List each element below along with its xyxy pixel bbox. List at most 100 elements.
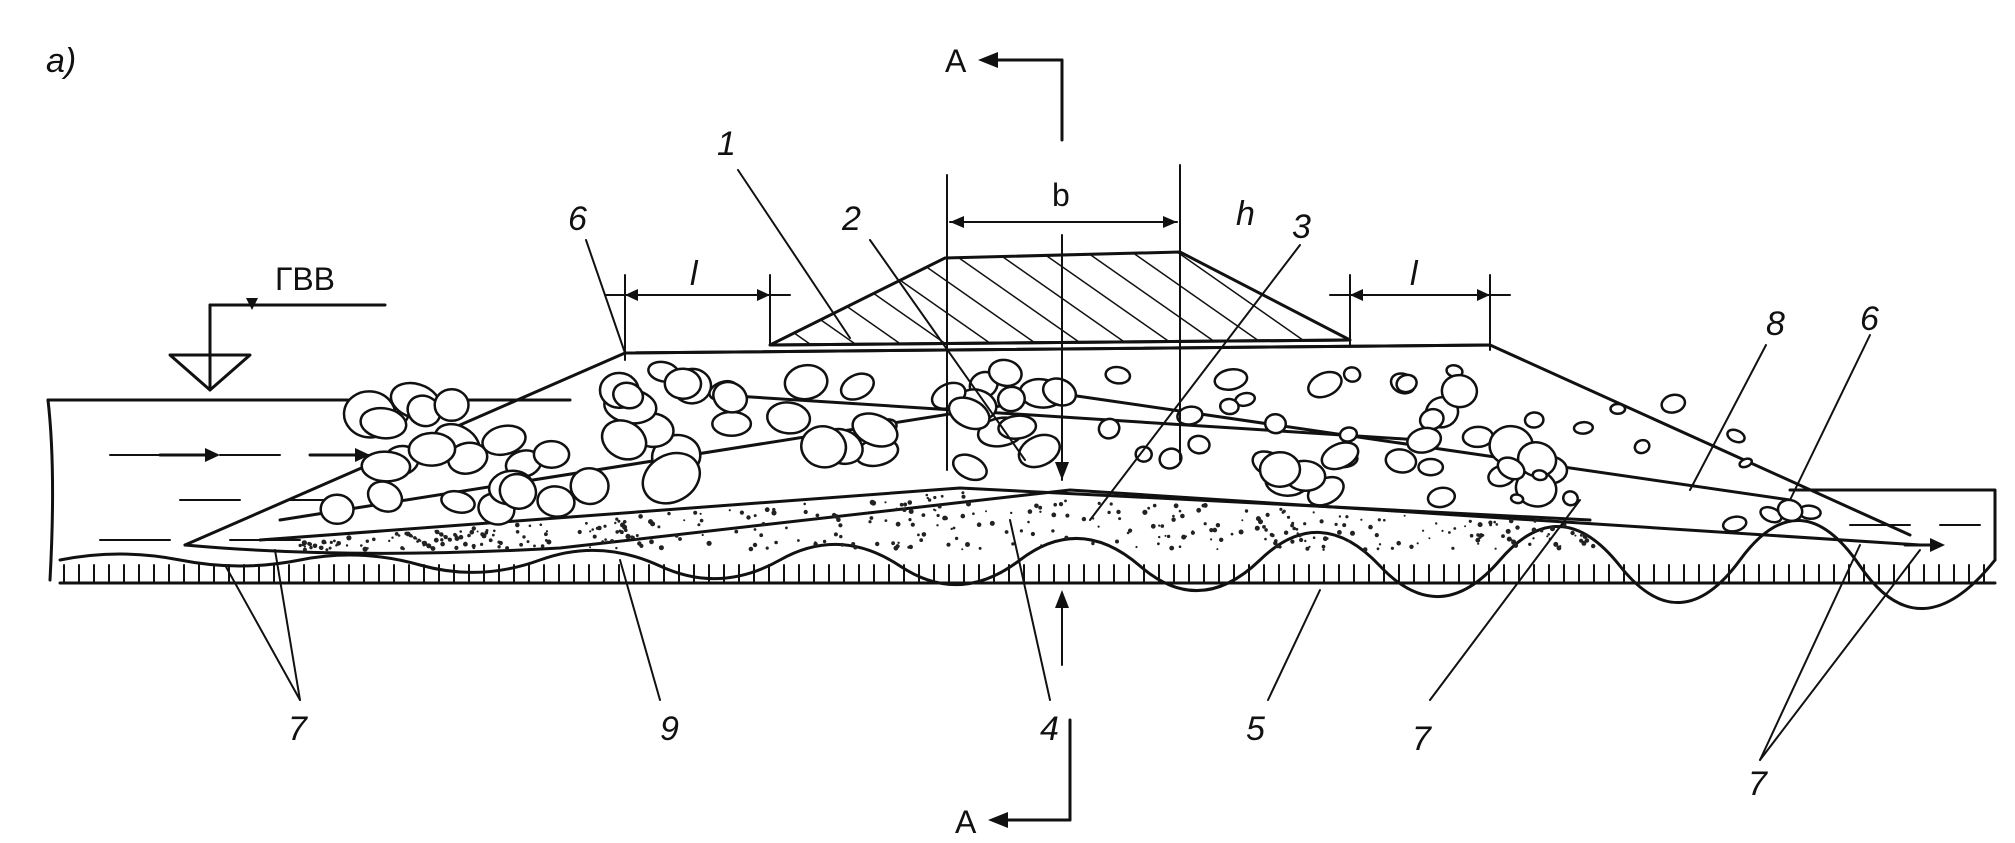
rock (1562, 490, 1579, 507)
sand-grain (336, 541, 342, 546)
sand-grain (884, 519, 888, 522)
sand-grain (1150, 523, 1156, 529)
sand-grain (978, 546, 982, 550)
sand-grain (966, 501, 971, 507)
level-triangle-icon (246, 298, 258, 310)
sand-grain (410, 535, 414, 538)
sand-grain (1557, 545, 1560, 549)
sand-grain (433, 537, 439, 543)
callout-7-right: 7 (1748, 765, 1768, 803)
sand-grain (1303, 522, 1307, 526)
sand-grain (333, 539, 336, 543)
callout-3: 3 (1292, 208, 1311, 246)
sand-grain (1506, 536, 1512, 542)
sand-grain (1559, 545, 1562, 547)
sand-grain (1547, 533, 1550, 536)
sand-grain (1091, 541, 1095, 546)
sand-grain (1051, 512, 1057, 518)
sand-grain (839, 534, 843, 539)
sand-grain (328, 546, 332, 550)
rock (1496, 456, 1526, 481)
sand-grain (480, 542, 484, 547)
sand-grain (1347, 539, 1351, 543)
sand-grain (917, 533, 920, 537)
sand-grain (625, 533, 631, 540)
sand-grain (1053, 502, 1057, 507)
sand-grain (335, 544, 338, 547)
sand-grain (972, 512, 975, 515)
sand-grain (1304, 539, 1307, 543)
sand-grain (480, 532, 485, 537)
sand-grain (921, 532, 927, 537)
sand-grain (1196, 507, 1202, 513)
sand-grain (771, 510, 777, 516)
sand-grain (1342, 523, 1347, 528)
sand-grain (1034, 503, 1039, 509)
sand-grain (1081, 516, 1087, 522)
rock (1041, 377, 1078, 407)
sand-grain (544, 539, 548, 542)
sand-grain (868, 520, 872, 524)
sand-grain (1262, 525, 1266, 529)
sand-grain (422, 543, 426, 547)
sand-grain (761, 522, 766, 527)
sand-grain (1501, 534, 1505, 538)
rock (1738, 457, 1754, 469)
sand-grain (1383, 518, 1386, 522)
sand-grain (1298, 535, 1302, 538)
section-line-top (978, 52, 1064, 142)
rock (1509, 493, 1525, 505)
sand-grain (1064, 535, 1069, 540)
sand-grain (1107, 510, 1111, 515)
rock (1104, 365, 1132, 385)
sand-grain (1308, 545, 1311, 548)
sand-grain (515, 522, 520, 528)
sand-grain (1360, 518, 1363, 521)
sand-grain (1172, 514, 1175, 518)
sand-grain (748, 546, 754, 552)
rock (569, 467, 610, 506)
sand-grain (1065, 513, 1070, 518)
sand-grain (1142, 509, 1148, 515)
sand-grain (394, 532, 399, 536)
rock (1759, 505, 1783, 524)
sand-grain (454, 545, 459, 551)
rock (359, 406, 408, 440)
sand-grain (1296, 532, 1299, 535)
sand-grain (1166, 534, 1171, 539)
sand-grain (1275, 543, 1280, 549)
rock (1342, 366, 1362, 383)
callout-6-left: 6 (568, 200, 587, 238)
sand-grain (921, 513, 926, 517)
sand-grain (345, 544, 349, 547)
sand-grain (1305, 546, 1310, 551)
sand-grain (360, 544, 363, 547)
rock (612, 381, 645, 410)
sand-grain (1597, 523, 1600, 526)
sand-grain (774, 540, 778, 545)
sand-grain (365, 539, 369, 543)
sand-grain (615, 530, 619, 534)
sand-grain (1553, 541, 1559, 547)
sand-grain (362, 546, 368, 552)
sand-grain (944, 516, 948, 521)
sand-grain (1190, 530, 1195, 535)
sand-grain (325, 548, 329, 552)
sand-grain (497, 545, 501, 549)
sand-grain (753, 514, 757, 518)
sand-grain (701, 533, 704, 537)
sand-grain (1581, 540, 1587, 546)
sand-grain (1322, 548, 1325, 551)
sand-grain (1546, 535, 1549, 538)
sand-grain (1173, 503, 1179, 509)
sand-grain (488, 538, 493, 543)
sand-grain (822, 539, 827, 544)
rock (663, 367, 703, 400)
callout-5: 5 (1246, 710, 1265, 748)
callout-8: 8 (1766, 305, 1785, 343)
rock (1395, 373, 1418, 394)
dimension-l-left-label: l (690, 255, 699, 293)
dimension-b (946, 164, 1181, 471)
sand-grain (1508, 518, 1514, 524)
sand-grain (836, 517, 841, 523)
